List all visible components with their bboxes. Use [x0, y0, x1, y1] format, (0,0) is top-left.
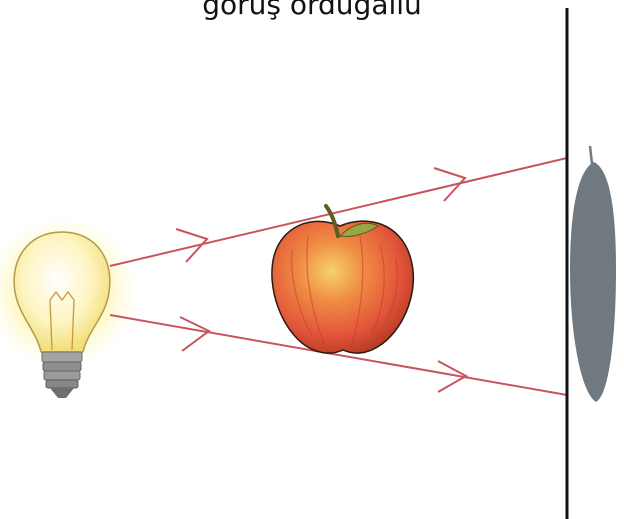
lower-ray-arrow-1: [180, 317, 209, 351]
upper-ray-arrow-2: [434, 168, 465, 201]
light-bulb-icon: [0, 217, 137, 398]
apple-icon: [272, 206, 413, 353]
shadow-stem: [590, 146, 592, 164]
bulb-base: [42, 352, 82, 398]
upper-ray-arrow-1: [176, 229, 207, 262]
apple-body: [272, 221, 413, 353]
shadow-shape: [570, 146, 616, 402]
apple-shadow: [570, 162, 616, 402]
